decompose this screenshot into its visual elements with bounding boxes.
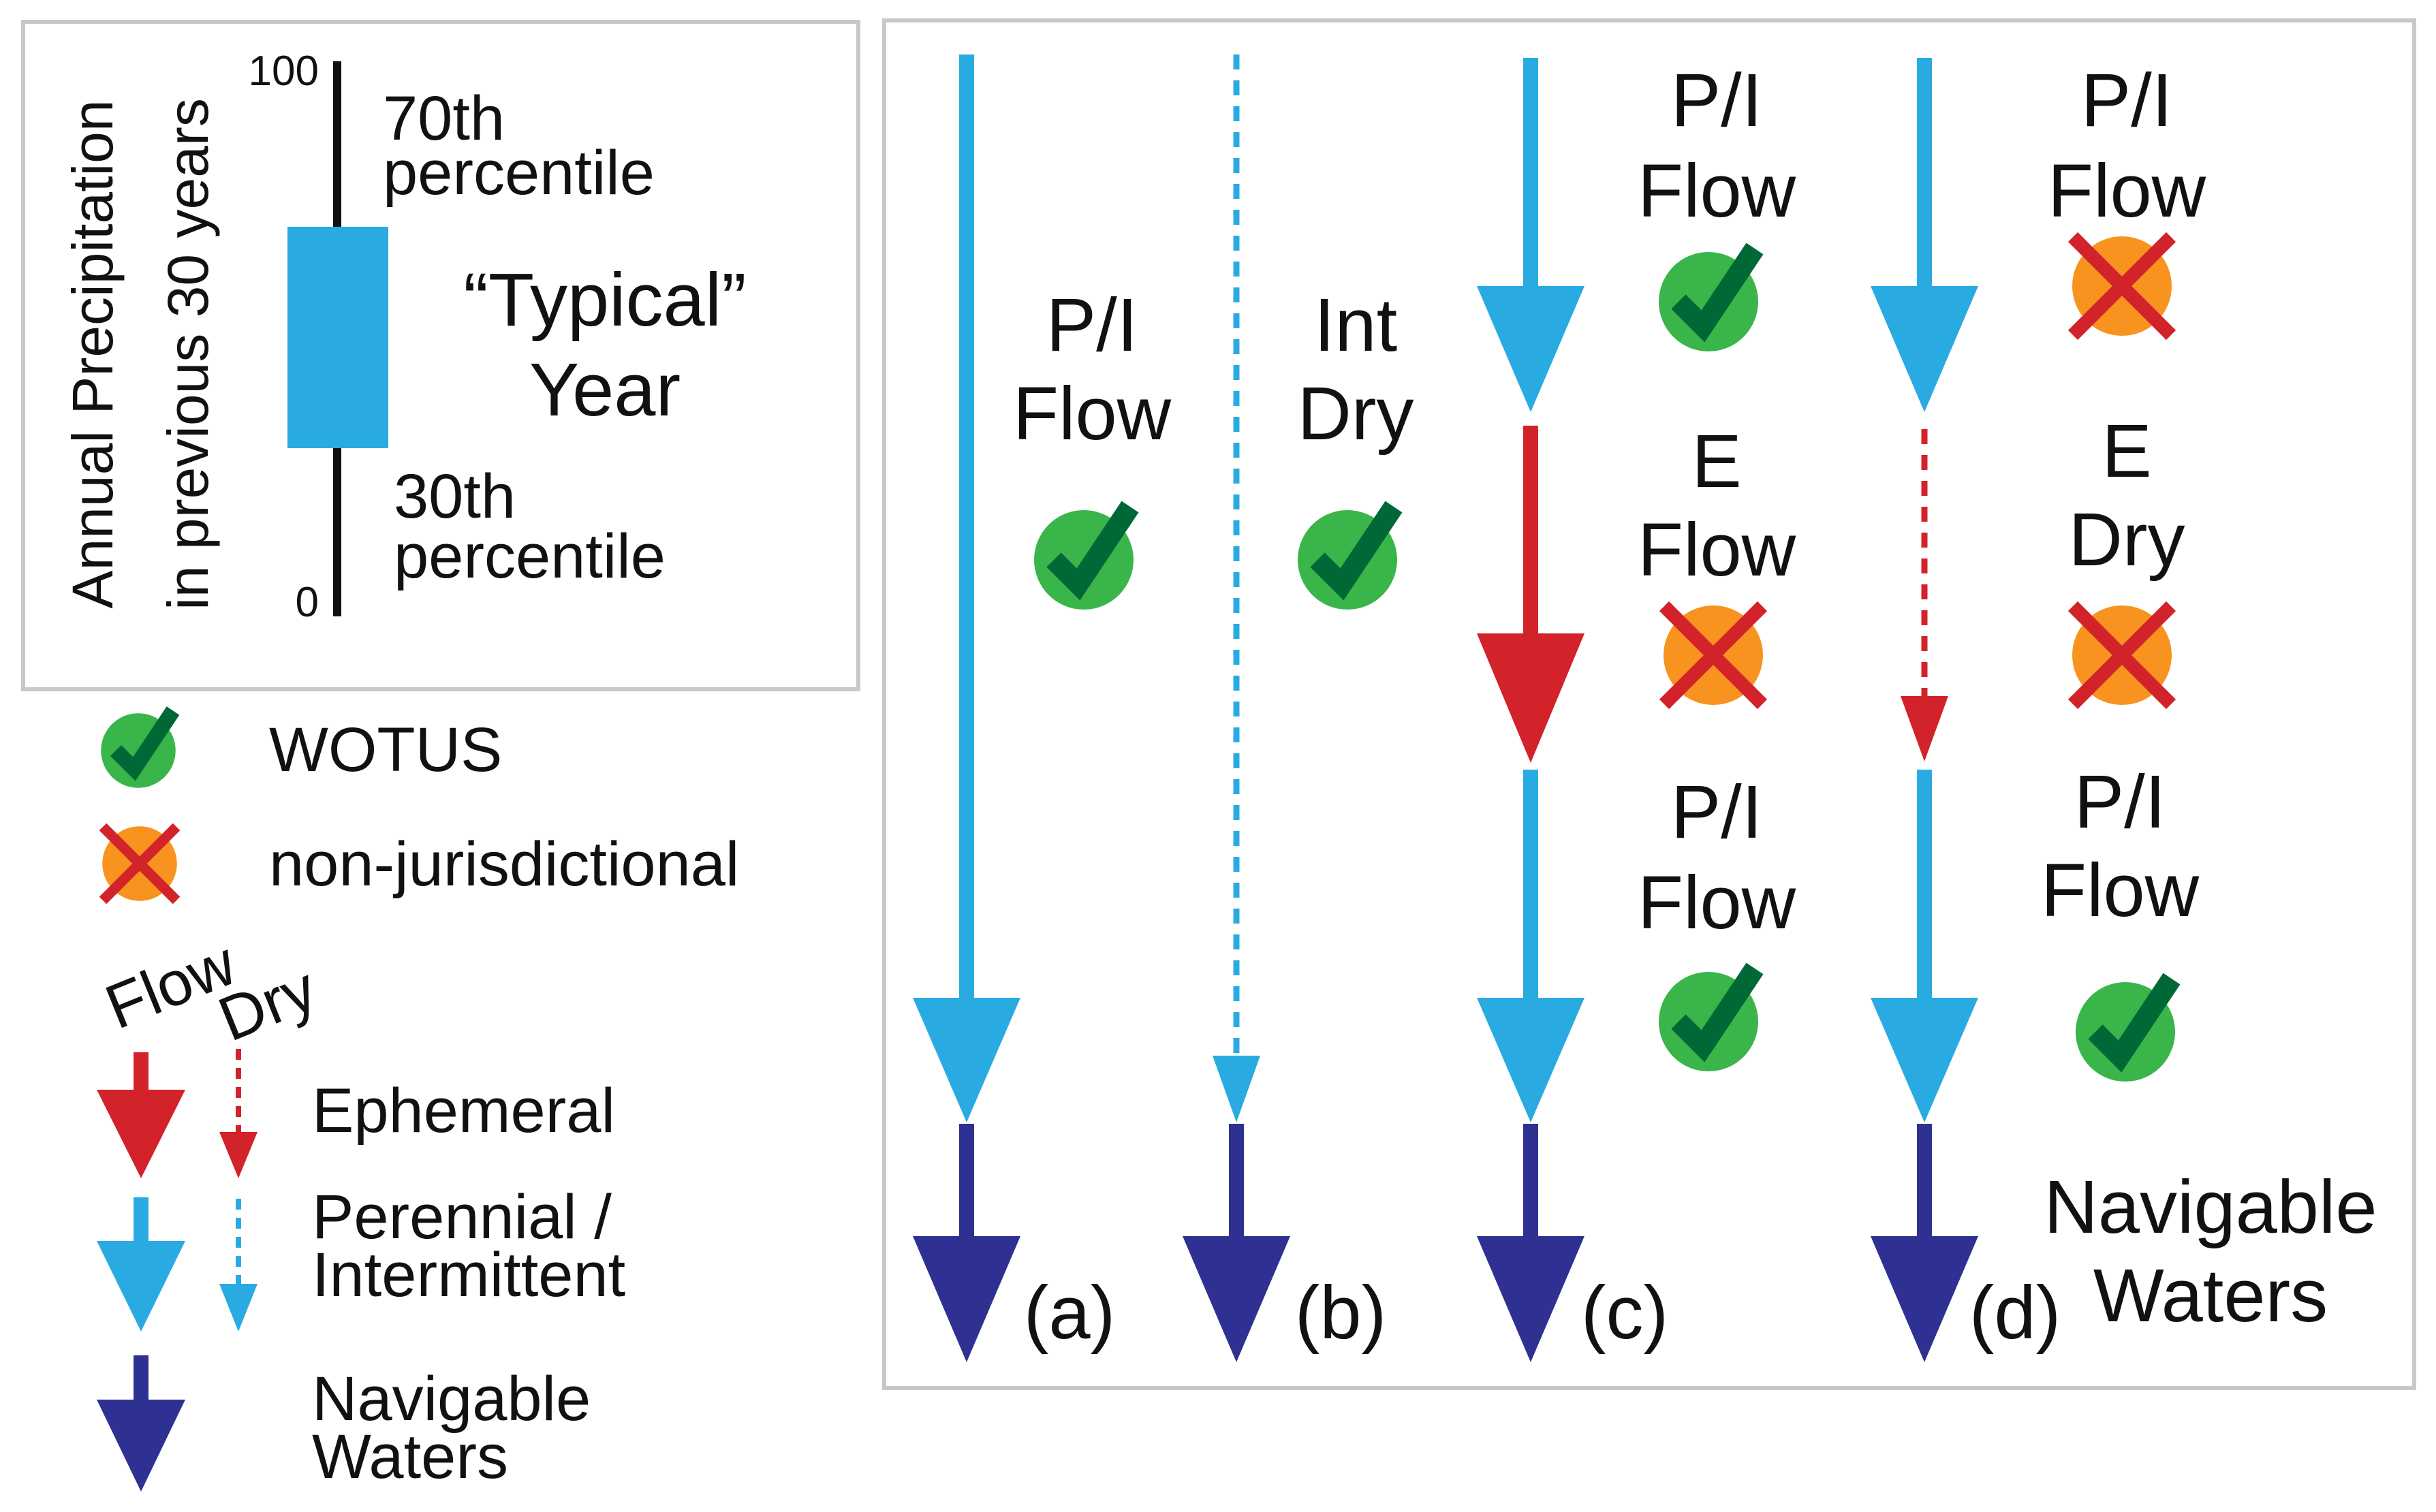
scenario-c-segment3-line2: Flow [1638, 861, 1796, 945]
legend-check-icon [101, 711, 176, 788]
scenario-c-ephemeral-flow-arrow [1477, 426, 1584, 763]
legend-perennial-label-line1: Perennial / [312, 1182, 612, 1252]
legend-navigable-label-line2: Waters [312, 1422, 508, 1492]
legend-ephemeral-label: Ephemeral [312, 1076, 615, 1146]
scenario-d-segment1-line1: P/I [2081, 59, 2173, 142]
scenario-d: P/I Flow E Dry P/I Flow Navigable Waters… [1871, 58, 2377, 1362]
scenario-c-segment2-line1: E [1691, 420, 1741, 503]
scenario-d-navigable-label-line2: Waters [2093, 1254, 2328, 1338]
scenario-c: P/I Flow E Flow P/I Flow (c) [1477, 58, 1796, 1362]
axis-label-line2: in previous 30 years [156, 98, 220, 610]
legend-nonjurisdictional-label: non-jurisdictional [269, 830, 739, 899]
scenario-d-navigable-arrow [1871, 1124, 1978, 1362]
scenario-d-segment2-line2: Dry [2068, 498, 2185, 582]
legend-navigable-arrow [97, 1355, 185, 1492]
scenario-d-segment3-line1: P/I [2074, 760, 2166, 844]
scenario-d-segment1-line2: Flow [2048, 149, 2206, 233]
scenario-a-navigable-arrow [913, 1124, 1020, 1362]
lower-percentile-label-line1: 30th [394, 462, 516, 531]
scenario-d-navigable-label-line1: Navigable [2044, 1165, 2377, 1249]
lower-percentile-label-line2: percentile [394, 522, 666, 591]
scenario-b-tag: (b) [1295, 1271, 1386, 1355]
scenario-c-segment2-cross-icon [1664, 605, 1763, 705]
scenario-a-label-line1: P/I [1046, 283, 1138, 367]
scenario-d-tag: (d) [1969, 1271, 2061, 1355]
scenario-d-lower-perennial-arrow [1871, 770, 1978, 1122]
legend-ephemeral-flow-arrow [97, 1052, 185, 1178]
upper-percentile-label-line2: percentile [383, 138, 655, 208]
scenario-b-navigable-arrow [1183, 1124, 1290, 1362]
legend-cross-icon [102, 826, 177, 901]
scenario-d-segment3-line2: Flow [2041, 849, 2200, 932]
scenario-c-lower-perennial-arrow [1477, 770, 1584, 1122]
scenario-a-perennial-arrow [913, 54, 1020, 1122]
scenarios-panel: P/I Flow (a) Int Dry (b) [882, 18, 2416, 1390]
tick-label-100: 100 [249, 48, 319, 95]
scenario-b-label-line2: Dry [1297, 372, 1414, 456]
scenario-b-label-line1: Int [1314, 283, 1397, 367]
legend-wotus-label: WOTUS [269, 715, 502, 785]
legend-perennial-flow-arrow [97, 1197, 185, 1332]
scenario-c-segment1-line2: Flow [1638, 149, 1796, 233]
axis-label-line1: Annual Precipitation [61, 99, 125, 608]
scenario-d-ephemeral-dry-arrow [1901, 429, 1948, 761]
scenario-c-navigable-arrow [1477, 1124, 1584, 1362]
scenario-c-tag: (c) [1581, 1271, 1668, 1355]
scenario-b-intermittent-dry-arrow [1213, 54, 1260, 1122]
scenario-a-tag: (a) [1024, 1271, 1115, 1355]
tick-label-0: 0 [296, 579, 319, 626]
scenario-d-segment1-cross-icon [2072, 236, 2172, 336]
typical-year-label-line2: Year [529, 348, 681, 432]
typical-year-label-line1: “Typical” [463, 258, 747, 342]
scenario-c-segment3-line1: P/I [1671, 770, 1763, 854]
legend-navigable-label-line1: Navigable [312, 1364, 591, 1434]
legend-perennial-dry-arrow [219, 1199, 257, 1332]
legend-perennial-label-line2: Intermittent [312, 1240, 625, 1310]
typical-year-box [287, 227, 388, 448]
scenario-d-upper-perennial-arrow [1871, 58, 1978, 412]
scenario-a-label-line2: Flow [1013, 372, 1172, 456]
scenario-c-segment1-line1: P/I [1671, 59, 1763, 142]
upper-percentile-label-line1: 70th [383, 84, 505, 153]
scenario-c-segment2-line2: Flow [1638, 508, 1796, 592]
scenario-b: Int Dry (b) [1183, 54, 1414, 1362]
precipitation-panel: Annual Precipitation in previous 30 year… [21, 20, 860, 691]
scenario-c-upper-perennial-arrow [1477, 58, 1584, 412]
scenario-d-segment2-cross-icon [2072, 605, 2172, 705]
precipitation-panel-border [21, 20, 860, 691]
legend-ephemeral-dry-arrow [219, 1049, 257, 1178]
scenario-a: P/I Flow (a) [913, 54, 1172, 1362]
legend: WOTUS non-jurisdictional Flow Dry Epheme… [96, 711, 739, 1492]
scenario-d-segment2-line1: E [2102, 409, 2151, 493]
